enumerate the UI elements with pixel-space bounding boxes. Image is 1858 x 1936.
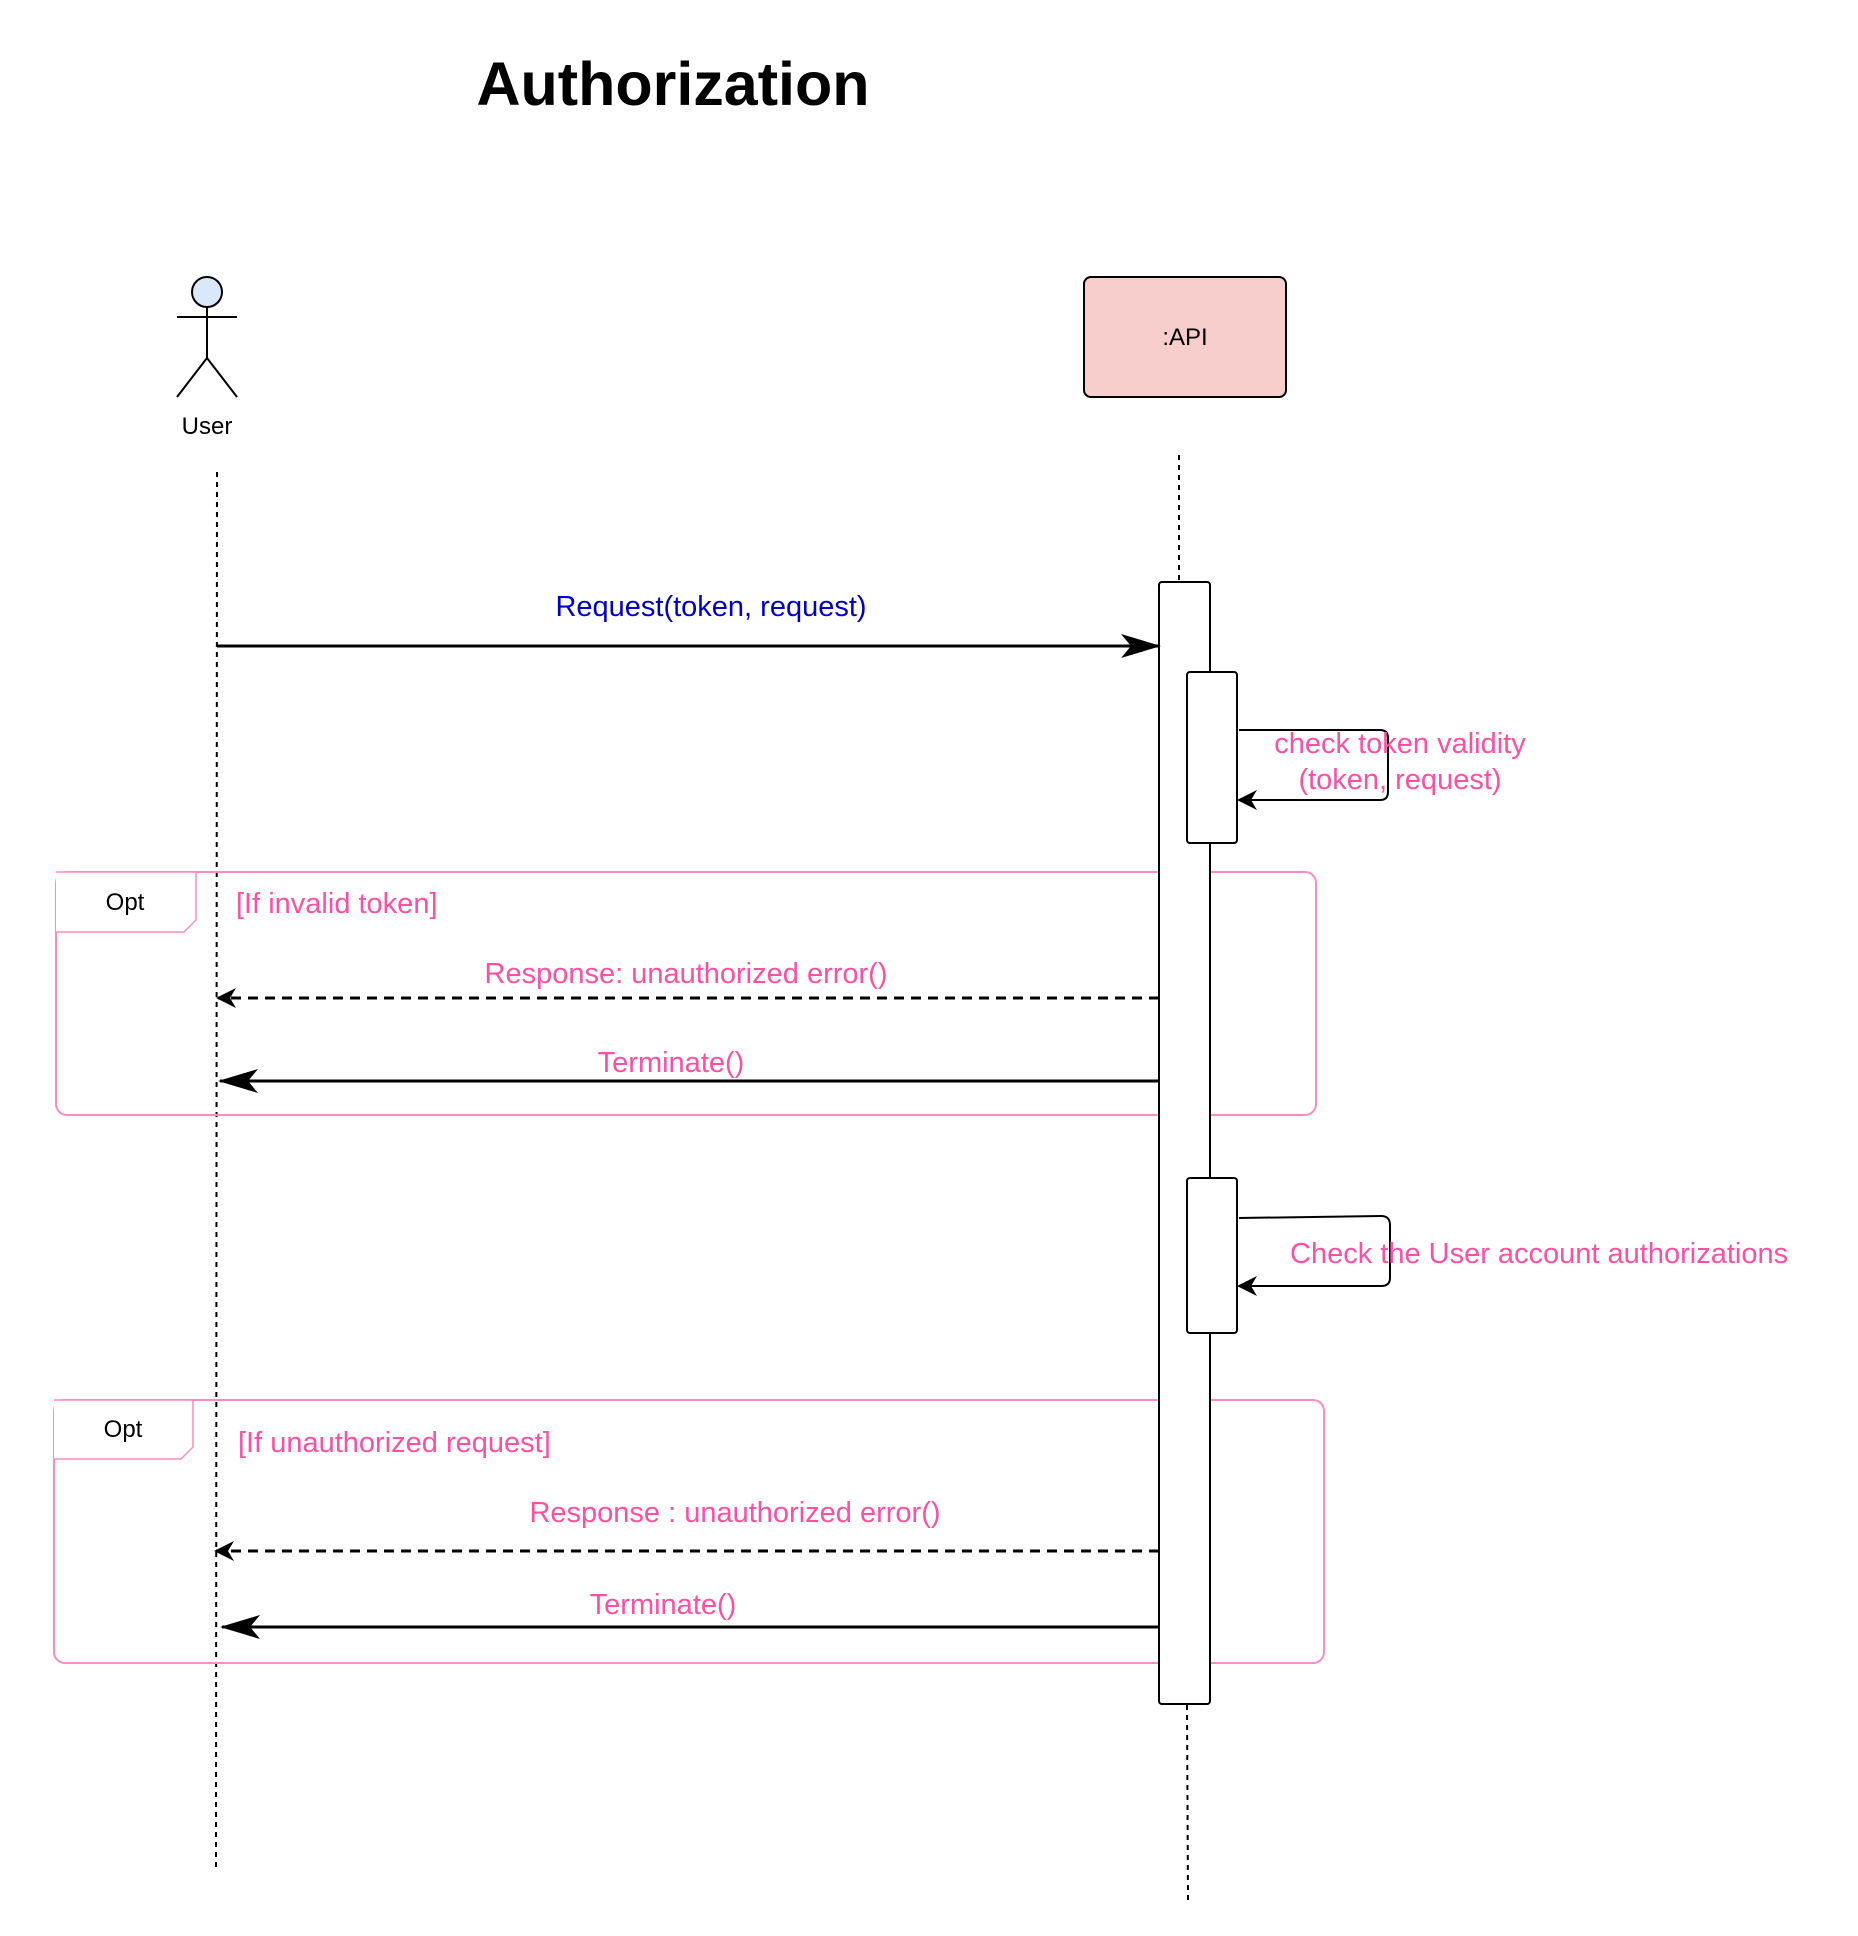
check-authorizations-label: Check the User account authorizations [1290,1238,1788,1270]
check-token-label-line1: check token validity [1274,728,1526,760]
check-token-self-arrow [1237,729,1389,810]
api-nested-activation-1 [1186,671,1238,844]
opt1-terminate-label: Terminate() [598,1047,745,1079]
request-message-label: Request(token, request) [555,591,866,623]
check-authorizations-self-arrow [1237,1214,1391,1296]
user-actor-icon [176,276,238,398]
opt-fragment-1 [55,871,1317,1116]
api-participant-box [1083,276,1287,398]
opt-fragment-2-operator: Opt [104,1416,143,1443]
opt-fragment-2-tab [54,1399,194,1460]
api-nested-activation-2 [1186,1177,1238,1334]
opt-fragment-2-guard: [If unauthorized request] [238,1427,551,1459]
opt2-terminate-label: Terminate() [590,1589,737,1621]
opt1-response-label: Response: unauthorized error() [485,958,888,990]
api-lifeline-bottom [1186,1704,1189,1901]
diagram-title: Authorization [476,50,869,118]
opt-fragment-2 [53,1399,1325,1664]
check-token-label-line2: (token, request) [1298,764,1501,796]
opt-fragment-1-tab [56,871,197,933]
api-participant-label: :API [1162,324,1207,351]
opt-fragment-1-guard: [If invalid token] [236,888,438,920]
opt2-response-label: Response : unauthorized error() [529,1497,940,1529]
api-activation-bar [1158,581,1211,1705]
opt-fragment-1-operator: Opt [106,889,145,916]
user-actor-label: User [182,413,233,440]
user-lifeline [215,471,218,1871]
